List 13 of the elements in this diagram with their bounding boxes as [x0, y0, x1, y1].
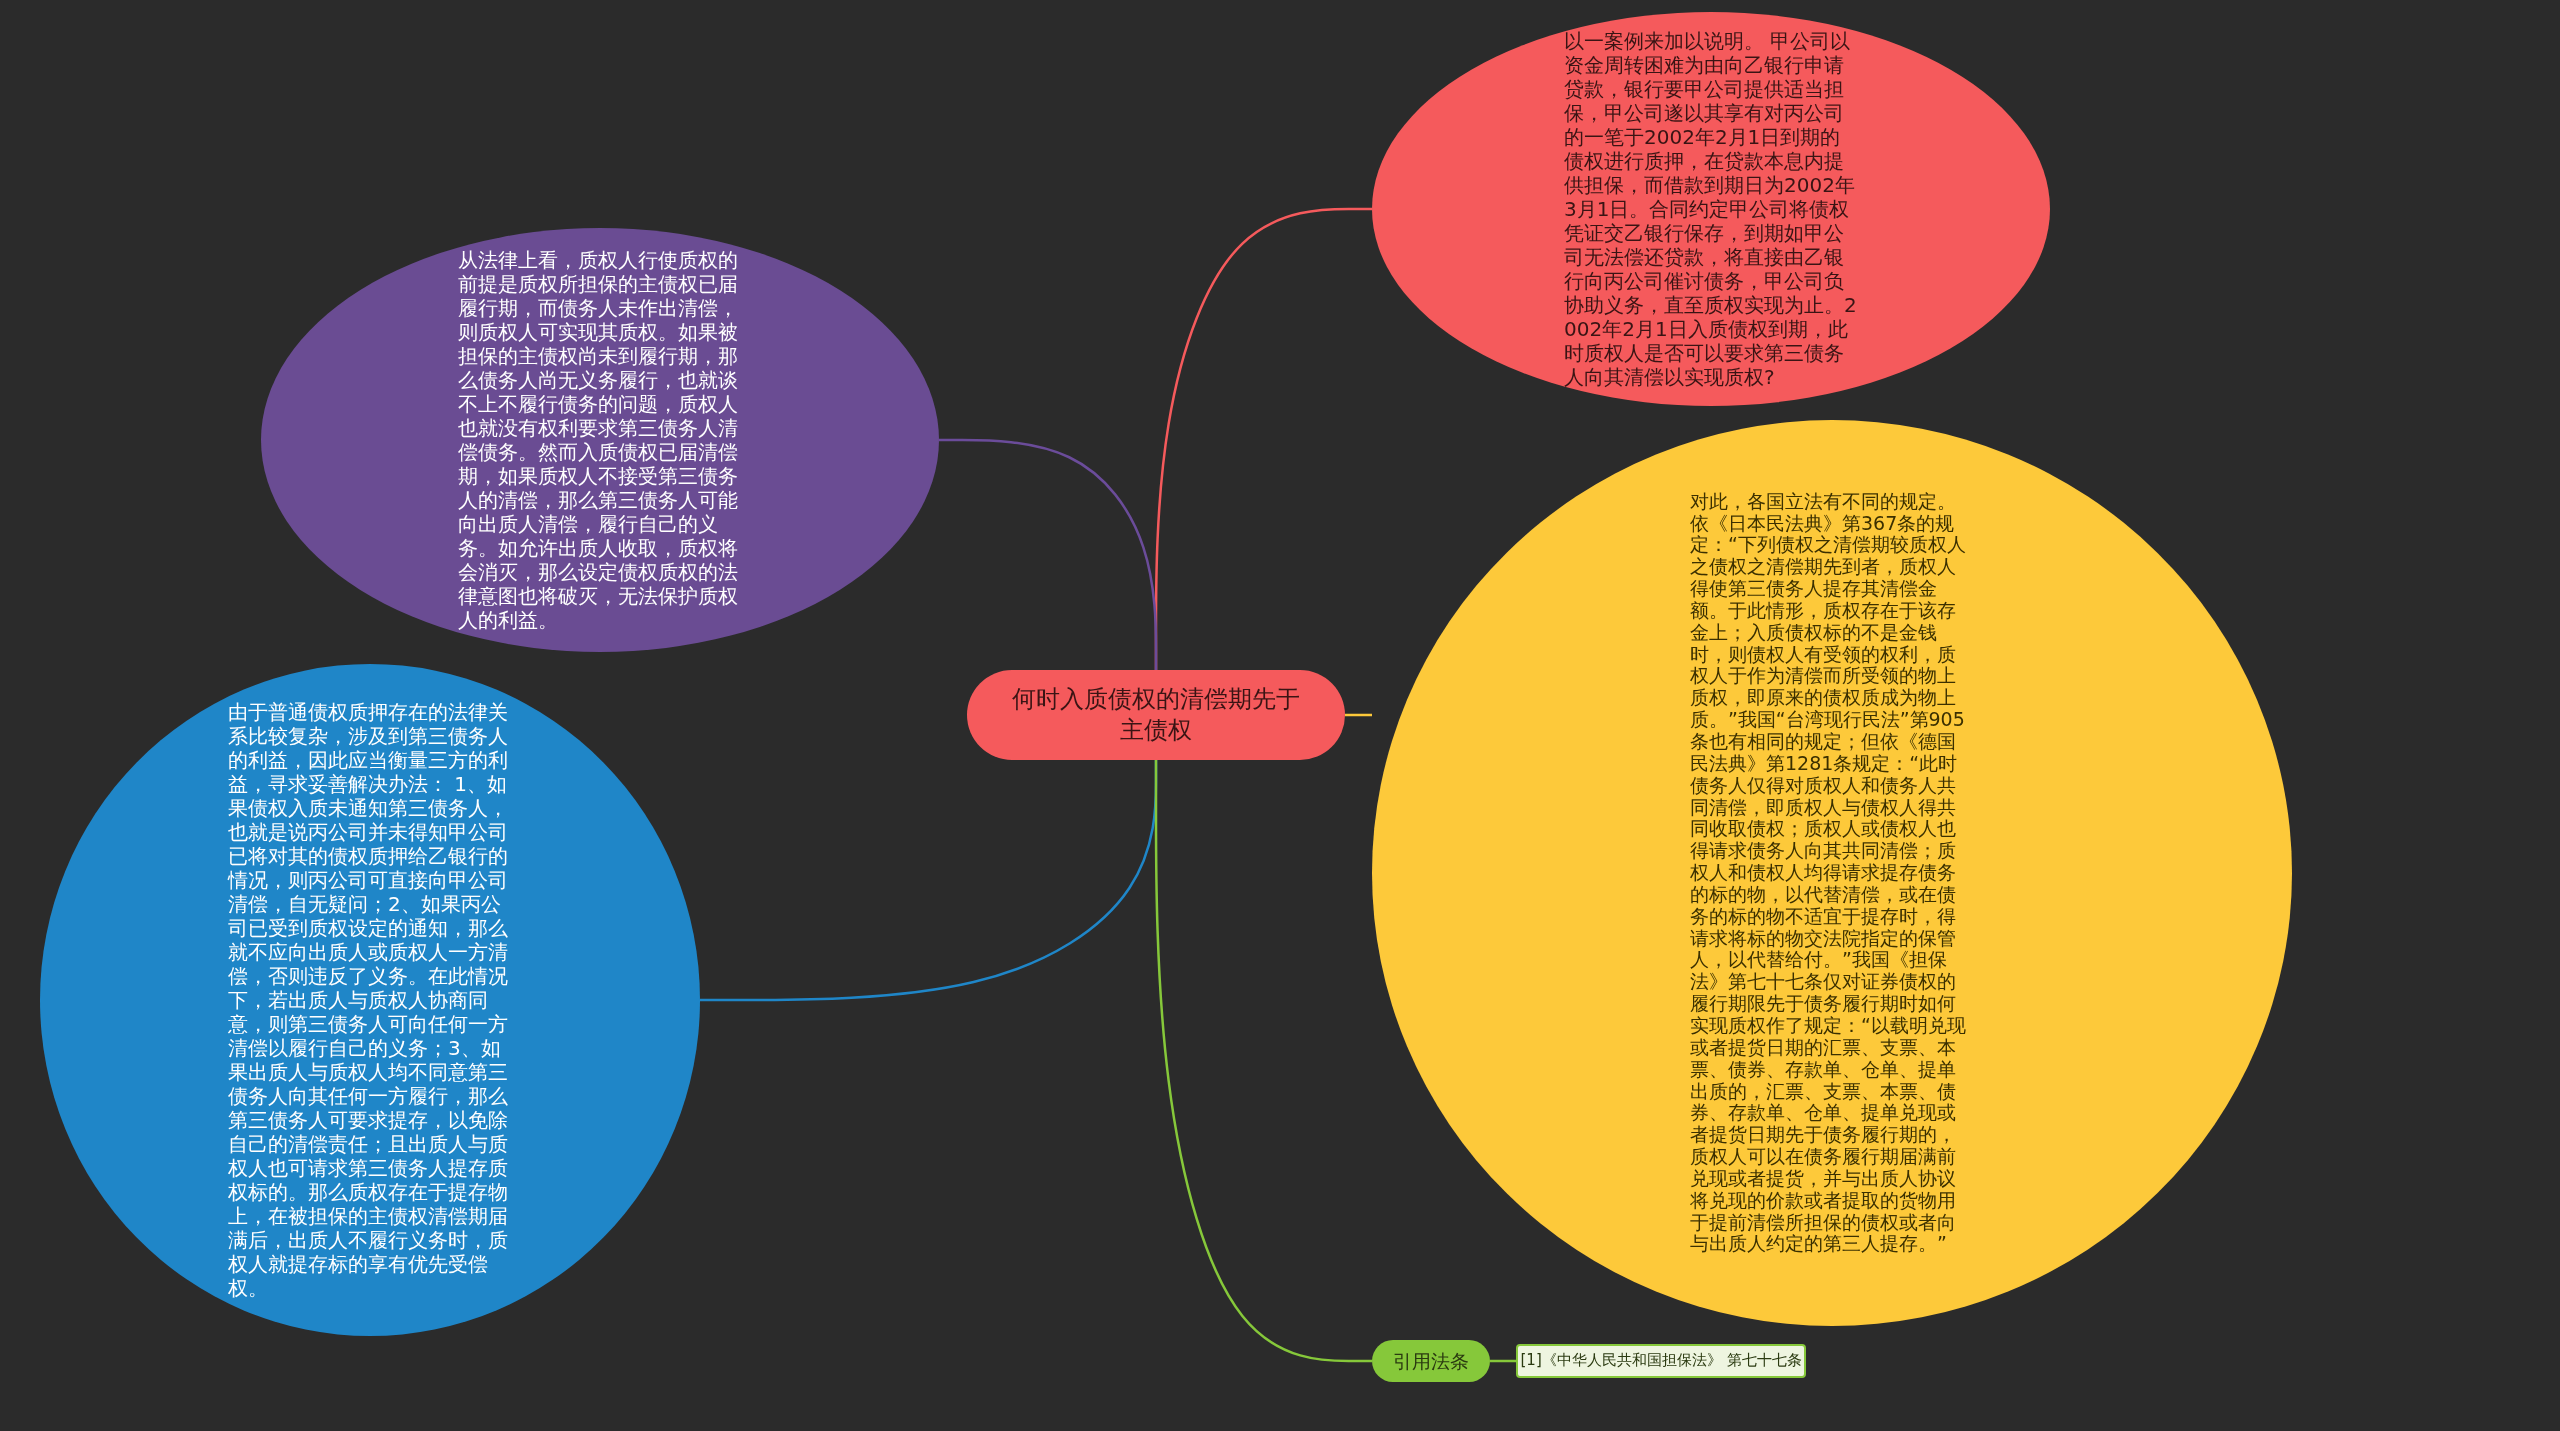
topic-text: 对此，各国立法有不同的规定。依《日本民法典》第367条的规定：“下列债权之清偿期较质权人之债权之清偿期先到者，质权人得使第三债务人提存其清偿金额。于此情形，质权存在于该存金上；入质债权标的不是金钱时，则债权人有受领的权利，质权人于作为清偿而所受领的物上质权，即原来的债权质成为物上质。”我国“台湾现行民法”第905条也有相同的规定；但依《德国民法典》第1281条规定：“此时债务人仅得对质权人和债务人共同清偿，即质权人与债权人得共同收取债权；质权人或债权人也得请求债务人向其共同清偿；质权人和债权人均得请求提存债务的标的物，以代替清偿，或在债务的标的物不适宜于提存时，得请求将标的物交法院指定的保管人，以代替给付。”我国《担保法》第七十七条仅对证券债权的履行期限先于债务履行期时如何实现质权作了规定：“以载明兑现或者提货日期的汇票、支票、本票、债券、存款单、仓单、提单出质的，汇票、支票、本票、债券、存款单、仓单、提单兑现或者提货日期先于债务履行期的，质权人可以在债务履行期届满前兑现或者提货，并与出质人协议将兑现的价款或者提取的货物用于提前清偿所担保的债权或者向与出质人约定的第三人提存。” [1690, 490, 1967, 1256]
topic-label: 引用法条 [1393, 1348, 1469, 1374]
topic-pill [1372, 1340, 1490, 1382]
topic-label: 何时入质债权的清偿期先于主债权 [1011, 683, 1301, 746]
connector-line [1345, 713, 1372, 717]
reference-text: [1]《中华人民共和国担保法》 第七十七条 [1520, 1351, 1802, 1371]
topic-text: 从法律上看，质权人行使质权的前提是质权所担保的主债权已届履行期，而债务人未作出清偿，则质权人可实现其质权。如果被担保的主债权尚未到履行期，那么债务人尚无义务履行，也就谈不上不履行债务的问题，质权人也就没有权利要求第三债务人清偿债务。然而入质债权已届清偿期，如果质权人不接受第三债务人的清偿，那么第三债务人可能向出质人清偿，履行自己的义务。如允许出质人收取，质权将会消灭，那么设定债权质权的法律意图也将破灭，无法保护质权人的利益。 [458, 248, 739, 632]
connector-line [1154, 760, 1372, 1363]
connector-line [939, 438, 1158, 670]
topic-text: 以一案例来加以说明。 甲公司以资金周转困难为由向乙银行申请贷款，银行要甲公司提供适当担保，甲公司遂以其享有对丙公司的一笔于2002年2月1日到期的债权进行质押，在贷款本息内提供担保，而借款到期日为2002年3月1日。合同约定甲公司将债权凭证交乙银行保存，到期如甲公司无法偿还贷款，将直接由乙银行向丙公司催讨债务，甲公司负协助义务，直至质权实现为止。2002年2月1日入质债权到期，此时质权人是否可以要求第三债务人向其清偿以实现质权? [1564, 29, 1858, 389]
topic-text: 由于普通债权质押存在的法律关系比较复杂，涉及到第三债务人的利益，因此应当衡量三方的利益，寻求妥善解决办法： 1、如果债权入质未通知第三债务人，也就是说丙公司并未得知甲公司已将对其的债权质押给乙银行的情况，则丙公司可直接向甲公司清偿，自无疑问；2、如果丙公司已受到质权设定的通知，那么就不应向出质人或质权人一方清偿，否则违反了义务。在此情况下，若出质人与质权人协商同意，则第三债务人可向任何一方清偿以履行自己的义务；3、如果出质人与质权人均不同意第三债务人向其任何一方履行，那么第三债务人可要求提存，以免除自己的清偿责任；且出质人与质权人也可请求第三债务人提存质权标的。那么质权存在于提存物上，在被担保的主债权清偿期届满后，出质人不履行义务时，质权人就提存标的享有优先受偿权。 [228, 700, 509, 1300]
connector-line [1490, 1359, 1516, 1363]
reference-tag [1516, 1344, 1806, 1378]
